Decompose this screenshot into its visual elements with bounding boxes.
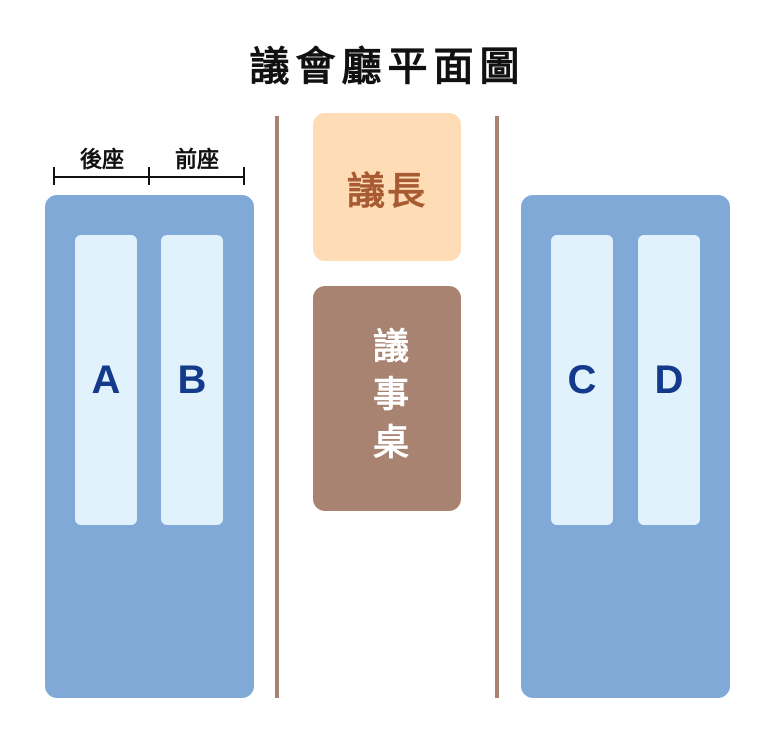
seating-block-left: A B bbox=[45, 195, 254, 698]
seating-block-right: C D bbox=[521, 195, 730, 698]
dimension-tick-left bbox=[53, 167, 55, 185]
seat-row-b: B bbox=[161, 235, 223, 525]
seat-row-a: A bbox=[75, 235, 137, 525]
rostrum-table: 議事桌 bbox=[313, 286, 461, 511]
seat-row-a-label: A bbox=[91, 357, 121, 402]
dimension-tick-right bbox=[243, 167, 245, 185]
diagram-title: 議會廳平面圖 bbox=[249, 44, 526, 90]
seat-row-c-label: C bbox=[567, 357, 597, 402]
speaker-label: 議長 bbox=[346, 168, 427, 213]
seat-row-b-label: B bbox=[177, 357, 207, 402]
aisle-divider-left bbox=[275, 116, 279, 698]
rostrum-label: 議事桌 bbox=[367, 326, 408, 471]
front-seat-label: 前座 bbox=[174, 148, 219, 173]
seat-row-d: D bbox=[638, 235, 700, 525]
dimension-tick-middle bbox=[148, 167, 150, 185]
speaker-seat: 議長 bbox=[313, 113, 461, 261]
back-seat-label: 後座 bbox=[79, 148, 124, 173]
seat-row-c: C bbox=[551, 235, 613, 525]
aisle-divider-right bbox=[495, 116, 499, 698]
seat-row-d-label: D bbox=[654, 357, 684, 402]
